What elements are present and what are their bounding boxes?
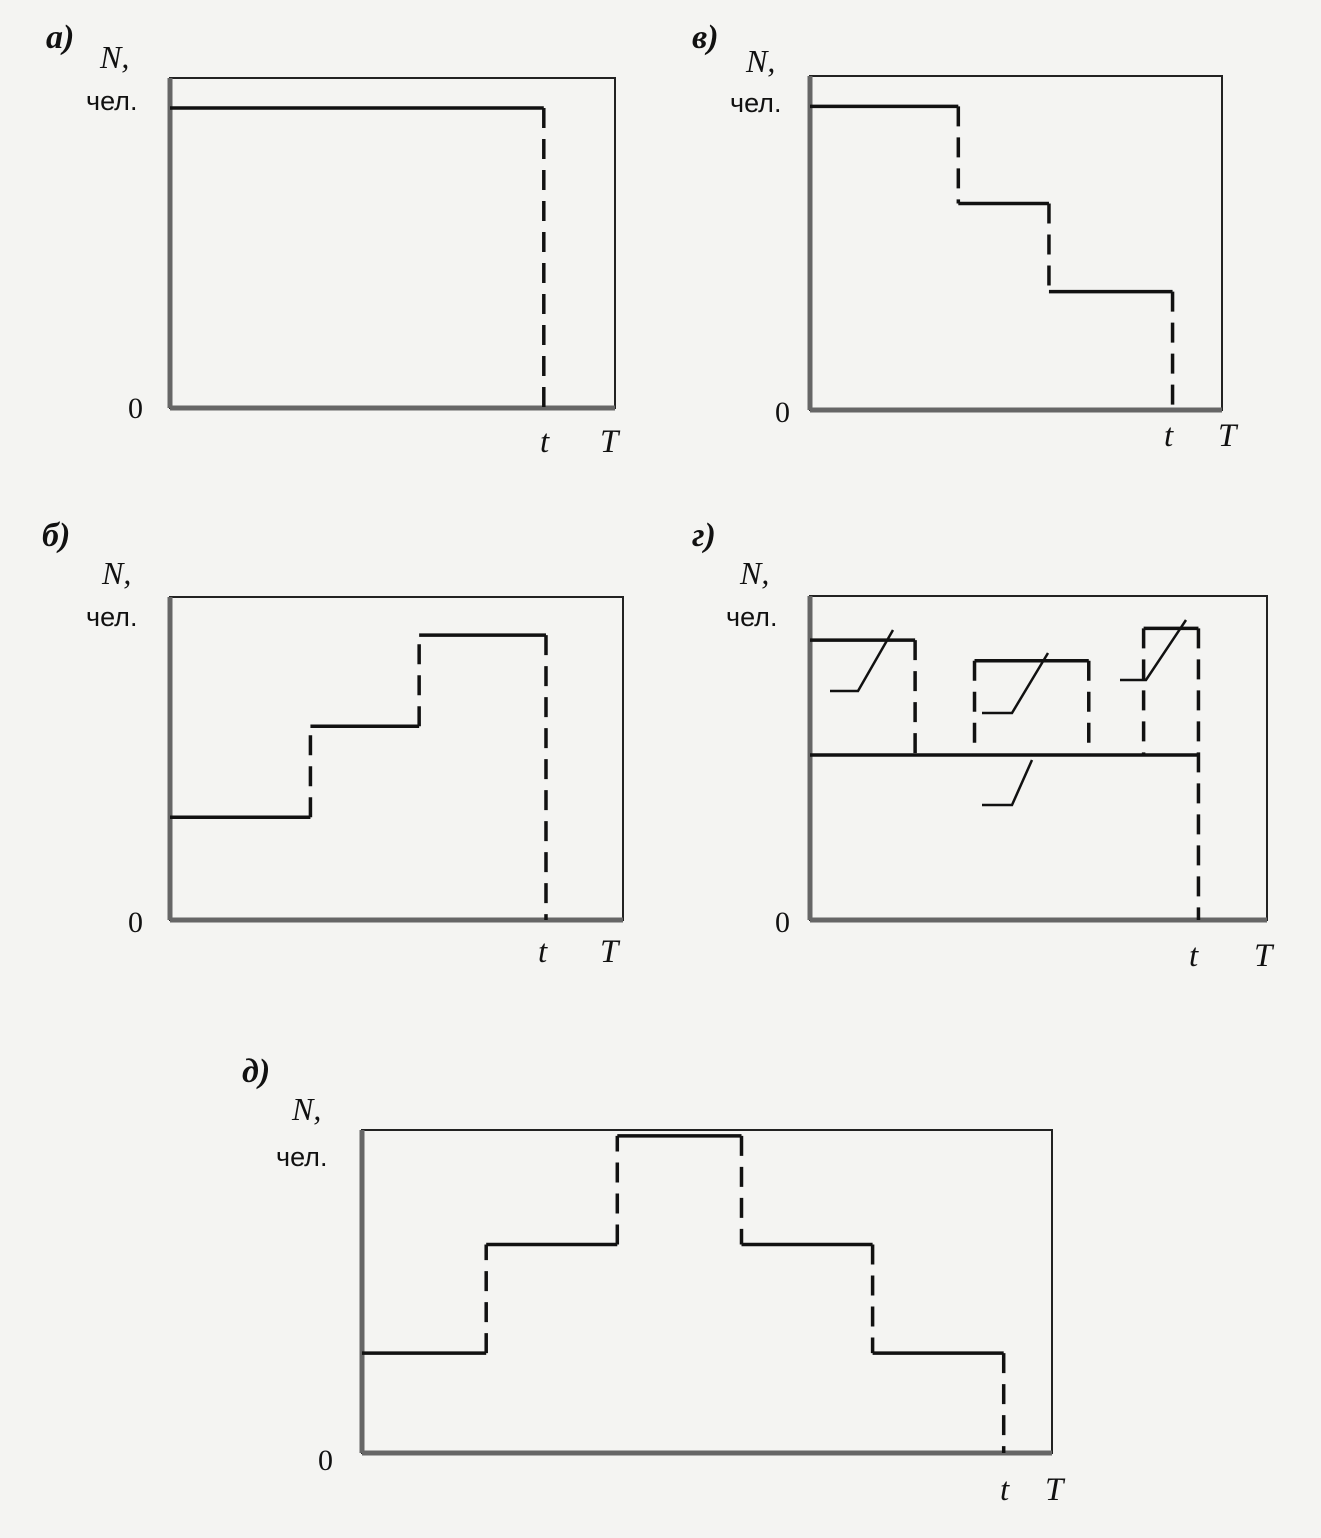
y-axis-label: N, bbox=[745, 43, 775, 79]
y-tick-label-zero: 0 bbox=[318, 1444, 333, 1477]
y-axis-label: N, bbox=[99, 39, 129, 75]
x-tick-label-T: T bbox=[600, 934, 621, 970]
plot-frame bbox=[169, 596, 624, 921]
chart-a: а) N, чел. 0 t T bbox=[46, 19, 621, 460]
panel-label: г) bbox=[692, 517, 716, 554]
panel-label: а) bbox=[46, 19, 74, 56]
chart-v: в) N, чел. 0 t T bbox=[692, 19, 1239, 454]
x-tick-label-t: t bbox=[540, 424, 550, 460]
y-tick-label-zero: 0 bbox=[775, 906, 790, 939]
x-tick-label-t: t bbox=[538, 934, 548, 970]
panel-label: д) bbox=[242, 1053, 270, 1090]
y-axis-label: N, bbox=[101, 555, 131, 591]
chart-g: г) N, чел. 0 t T bbox=[692, 517, 1275, 974]
x-tick-label-t: t bbox=[1189, 938, 1199, 974]
plot-frame bbox=[169, 77, 616, 409]
x-tick-label-t: t bbox=[1164, 418, 1174, 454]
plot-frame bbox=[361, 1129, 1053, 1454]
leader-line bbox=[1120, 619, 1188, 682]
x-tick-label-T: T bbox=[1254, 938, 1275, 974]
x-tick-label-t: t bbox=[1000, 1472, 1010, 1508]
chart-b: б) N, чел. 0 t T bbox=[42, 517, 624, 970]
x-tick-label-T: T bbox=[1218, 418, 1239, 454]
y-axis-label: N, bbox=[291, 1091, 321, 1127]
x-tick-label-T: T bbox=[1045, 1472, 1066, 1508]
y-tick-label-zero: 0 bbox=[775, 396, 790, 429]
x-tick-label-T: T bbox=[600, 424, 621, 460]
y-tick-label-zero: 0 bbox=[128, 906, 143, 939]
y-axis-unit: чел. bbox=[276, 1142, 327, 1172]
leader-line bbox=[982, 759, 1034, 807]
leader-line bbox=[830, 629, 895, 693]
y-axis-unit: чел. bbox=[86, 602, 137, 632]
leader-line bbox=[982, 652, 1050, 715]
plot-frame bbox=[809, 75, 1223, 411]
y-axis-unit: чел. bbox=[730, 88, 781, 118]
y-axis-unit: чел. bbox=[86, 86, 137, 116]
panel-label: в) bbox=[692, 19, 719, 56]
y-tick-label-zero: 0 bbox=[128, 392, 143, 425]
y-axis-label: N, bbox=[739, 555, 769, 591]
panel-label: б) bbox=[42, 517, 70, 554]
y-axis-unit: чел. bbox=[726, 602, 777, 632]
